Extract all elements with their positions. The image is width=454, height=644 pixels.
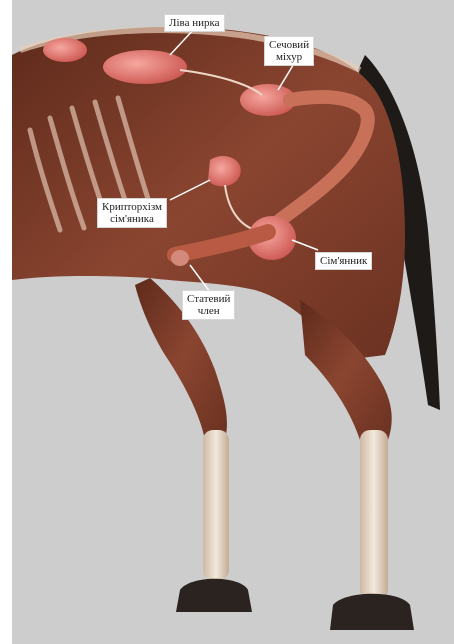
label-cryptorchid: Крипторхізм сім'яника: [97, 198, 167, 228]
cannon-bone-right: [360, 430, 388, 600]
label-penis-line1: Статевий: [187, 293, 230, 305]
label-bladder: Сечовий міхур: [264, 36, 314, 66]
label-testis: Сім'янник: [315, 252, 372, 270]
label-penis-line2: член: [187, 305, 230, 317]
label-cryptorchid-line2: сім'яника: [102, 213, 162, 225]
label-bladder-line2: міхур: [269, 51, 309, 63]
label-testis-text: Сім'янник: [320, 255, 367, 267]
label-bladder-line1: Сечовий: [269, 39, 309, 51]
left-kidney: [103, 50, 187, 84]
label-cryptorchid-line1: Крипторхізм: [102, 201, 162, 213]
cannon-bone-left: [203, 430, 229, 580]
penis-tip: [171, 250, 189, 266]
label-left-kidney: Ліва нирка: [164, 14, 225, 32]
hoof-right: [330, 594, 414, 630]
kidney-upper: [43, 38, 87, 62]
label-penis: Статевий член: [182, 290, 235, 320]
label-left-kidney-text: Ліва нирка: [169, 17, 220, 29]
